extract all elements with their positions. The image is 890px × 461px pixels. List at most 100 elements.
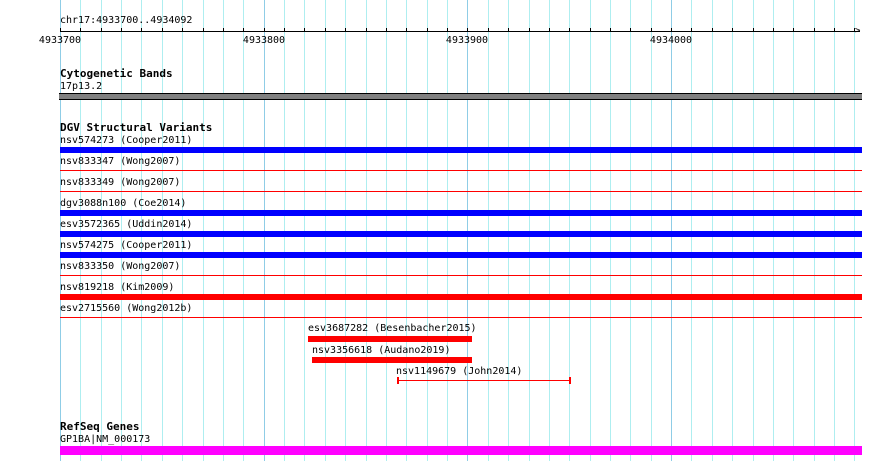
grid-line xyxy=(386,0,387,461)
ruler-tick xyxy=(712,28,713,32)
ruler-tick xyxy=(284,28,285,32)
cytoband-track-title[interactable]: Cytogenetic Bands xyxy=(60,67,173,80)
ruler-tick xyxy=(467,28,468,32)
tick-label: 4933700 xyxy=(38,35,82,46)
ruler-tick xyxy=(60,28,61,32)
variant-bar[interactable] xyxy=(60,147,862,153)
ruler-tick xyxy=(386,28,387,32)
grid-line xyxy=(508,0,509,461)
variant-endcap xyxy=(569,377,571,384)
ruler-tick xyxy=(203,28,204,32)
variant-label: dgv3088n100 (Coe2014) xyxy=(60,198,187,209)
ruler-tick xyxy=(223,28,224,32)
tick-label: 4934000 xyxy=(649,35,693,46)
grid-line xyxy=(569,0,570,461)
ruler-axis xyxy=(60,31,860,32)
variant-bar[interactable] xyxy=(60,170,862,171)
variant-line[interactable] xyxy=(397,380,571,381)
grid-line xyxy=(691,0,692,461)
variant-label: esv3572365 (Uddin2014) xyxy=(60,219,193,230)
variant-label: nsv1149679 (John2014) xyxy=(396,366,523,377)
ruler-tick xyxy=(854,28,855,32)
grid-line xyxy=(630,0,631,461)
grid-line xyxy=(162,0,163,461)
variant-label: nsv574273 (Cooper2011) xyxy=(60,135,193,146)
ruler-tick xyxy=(529,28,530,32)
variant-bar[interactable] xyxy=(308,336,472,342)
variant-label: nsv819218 (Kim2009) xyxy=(60,282,175,293)
variant-bar[interactable] xyxy=(60,231,862,237)
ruler-tick xyxy=(651,28,652,32)
variant-bar[interactable] xyxy=(60,191,862,192)
ruler-tick xyxy=(80,28,81,32)
ruler-tick xyxy=(141,28,142,32)
variant-label: esv2715560 (Wong2012b) xyxy=(60,303,193,314)
grid-line xyxy=(325,0,326,461)
ruler-tick xyxy=(834,28,835,32)
variant-bar[interactable] xyxy=(60,317,862,318)
gene-bar[interactable] xyxy=(60,446,862,455)
ruler-tick xyxy=(345,28,346,32)
ruler-tick xyxy=(671,28,672,32)
gene-label: GP1BA|NM_000173 xyxy=(60,434,151,445)
grid-line xyxy=(203,0,204,461)
grid-line xyxy=(793,0,794,461)
grid-line xyxy=(854,0,855,461)
grid-line xyxy=(427,0,428,461)
grid-line xyxy=(549,0,550,461)
grid-line xyxy=(590,0,591,461)
grid-line xyxy=(345,0,346,461)
grid-line xyxy=(814,0,815,461)
ruler-tick xyxy=(630,28,631,32)
variant-label: nsv574275 (Cooper2011) xyxy=(60,240,193,251)
ruler-tick xyxy=(406,28,407,32)
ruler-tick xyxy=(590,28,591,32)
ruler-tick xyxy=(447,28,448,32)
ruler-tick xyxy=(427,28,428,32)
variant-bar[interactable] xyxy=(60,252,862,258)
region-label: chr17:4933700..4934092 xyxy=(60,15,193,26)
variant-label: nsv833350 (Wong2007) xyxy=(60,261,181,272)
grid-line xyxy=(651,0,652,461)
ruler-tick xyxy=(569,28,570,32)
grid-line xyxy=(529,0,530,461)
grid-line xyxy=(101,0,102,461)
grid-line xyxy=(753,0,754,461)
dgv-track-title[interactable]: DGV Structural Variants xyxy=(60,121,213,134)
grid-line xyxy=(773,0,774,461)
tick-label: 4933900 xyxy=(445,35,489,46)
grid-line xyxy=(304,0,305,461)
grid-line xyxy=(366,0,367,461)
grid-line xyxy=(671,0,672,461)
ruler-tick xyxy=(243,28,244,32)
grid-line xyxy=(141,0,142,461)
ruler-tick xyxy=(264,28,265,32)
ruler-tick xyxy=(366,28,367,32)
variant-bar[interactable] xyxy=(60,275,862,276)
ruler-tick xyxy=(814,28,815,32)
cytoband-bar[interactable] xyxy=(59,93,862,100)
variant-label: nsv3356618 (Audano2019) xyxy=(312,345,451,356)
grid-line xyxy=(467,0,468,461)
variant-endcap xyxy=(397,377,399,384)
ruler-tick xyxy=(101,28,102,32)
ruler-tick xyxy=(508,28,509,32)
ruler-tick xyxy=(121,28,122,32)
variant-bar[interactable] xyxy=(312,357,472,363)
ruler-tick xyxy=(488,28,489,32)
variant-bar[interactable] xyxy=(60,294,862,300)
grid-line xyxy=(60,0,61,461)
refseq-track-title[interactable]: RefSeq Genes xyxy=(60,420,140,433)
ruler-tick xyxy=(732,28,733,32)
ruler-arrow-icon: > xyxy=(855,26,861,36)
grid-line xyxy=(834,0,835,461)
grid-line xyxy=(488,0,489,461)
tick-label: 4933800 xyxy=(242,35,286,46)
grid-line xyxy=(284,0,285,461)
grid-line xyxy=(447,0,448,461)
grid-line xyxy=(243,0,244,461)
grid-line xyxy=(182,0,183,461)
variant-bar[interactable] xyxy=(60,210,862,216)
ruler-tick xyxy=(182,28,183,32)
